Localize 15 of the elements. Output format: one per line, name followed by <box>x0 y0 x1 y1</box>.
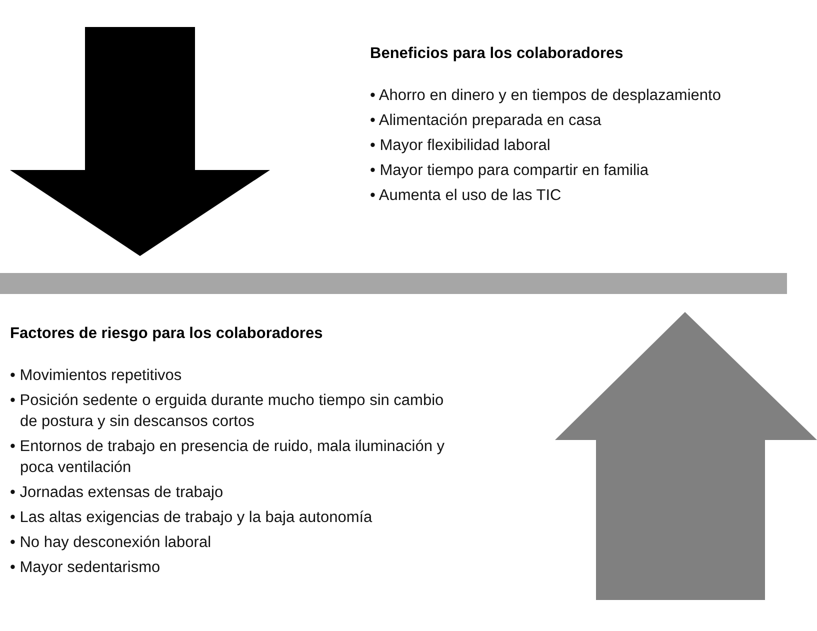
bullet-item: • Mayor sedentarismo <box>10 558 162 578</box>
bullet-item: • Las altas exigencias de trabajo y la baja autonomía <box>10 508 374 528</box>
bullet-item: • No hay desconexión laboral <box>10 533 212 553</box>
bullet-item: • Entornos de trabajo en presencia de ruido, mala iluminación y poca ventilación <box>10 437 446 478</box>
bullet-item: • Mayor tiempo para compartir en familia <box>370 161 650 181</box>
section-heading: Beneficios para los colaboradores <box>370 45 624 63</box>
bullet-item: • Ahorro en dinero y en tiempos de desplazamiento <box>370 86 722 106</box>
bullet-item: • Movimientos repetitivos <box>10 366 183 386</box>
divider-bar <box>0 273 787 294</box>
bullet-item: • Aumenta el uso de las TIC <box>370 186 562 206</box>
section-heading: Factores de riesgo para los colaboradores <box>10 325 324 343</box>
bullet-item: • Mayor flexibilidad laboral <box>370 136 552 156</box>
bullet-item: • Posición sedente o erguida durante mucho tiempo sin cambio de postura y sin descansos cortos <box>10 391 445 432</box>
bullet-item: • Jornadas extensas de trabajo <box>10 483 224 503</box>
bullet-item: • Alimentación preparada en casa <box>370 111 602 131</box>
